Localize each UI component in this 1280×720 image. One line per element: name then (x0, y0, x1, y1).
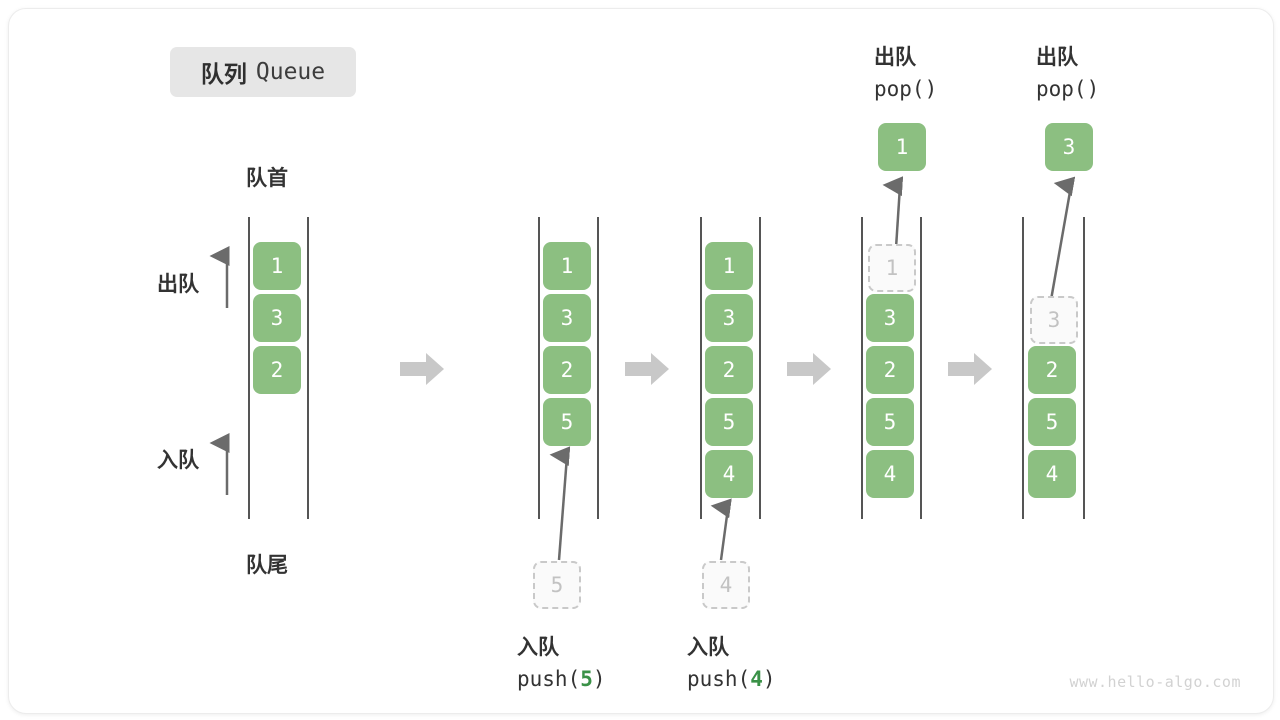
queue-cell: 3 (253, 294, 301, 342)
push-code-value: 5 (580, 667, 593, 691)
popped-cell: 3 (1045, 123, 1093, 171)
pop-code-label: pop() (874, 77, 938, 101)
queue-cell: 5 (543, 398, 591, 446)
push-label-cn: 入队 (687, 636, 729, 659)
rail-left-stage-2 (538, 217, 540, 519)
queue-cell: 5 (1028, 398, 1076, 446)
queue-head-label: 队首 (246, 167, 288, 190)
queue-cell: 2 (1028, 346, 1076, 394)
rail-left-stage-5 (1022, 217, 1024, 519)
rail-left-stage-3 (700, 217, 702, 519)
popped-ghost-cell: 1 (868, 244, 916, 292)
rail-right-stage-5 (1083, 217, 1085, 519)
queue-cell: 2 (866, 346, 914, 394)
queue-cell: 5 (705, 398, 753, 446)
queue-cell: 1 (705, 242, 753, 290)
push-arrow-icon (549, 446, 571, 561)
pop-label-cn: 出队 (1036, 46, 1078, 69)
queue-cell: 2 (705, 346, 753, 394)
push-code-prefix: push( (517, 667, 581, 691)
queue-cell: 2 (543, 346, 591, 394)
watermark: www.hello-algo.com (1069, 673, 1241, 691)
rail-right-stage-2 (597, 217, 599, 519)
queue-cell: 1 (253, 242, 301, 290)
queue-cell: 5 (866, 398, 914, 446)
push-code-label: push(5) (517, 667, 606, 691)
queue-cell: 4 (866, 450, 914, 498)
queue-cell: 4 (705, 450, 753, 498)
enqueue-arrow-icon (209, 433, 230, 495)
popped-cell: 1 (878, 123, 926, 171)
rail-left-stage-4 (861, 217, 863, 519)
queue-tail-label: 队尾 (246, 554, 288, 577)
pop-arrow-icon (882, 176, 904, 249)
push-code-suffix: ) (592, 667, 606, 691)
title-badge: 队列 Queue (170, 47, 356, 97)
queue-cell: 3 (866, 294, 914, 342)
queue-cell: 3 (543, 294, 591, 342)
push-arrow-icon (710, 498, 732, 561)
push-code-label: push(4) (687, 667, 776, 691)
queue-cell: 2 (253, 346, 301, 394)
stage-transition-arrow-icon (787, 353, 831, 385)
push-ghost-cell: 4 (702, 561, 750, 609)
diagram-card: 队列 Queue 队首 队尾 出队 入队 1 3 2 1 3 2 5 5 入队 … (8, 8, 1274, 714)
title-en: Queue (255, 59, 326, 85)
dequeue-label: 出队 (157, 273, 199, 296)
push-code-value: 4 (750, 667, 763, 691)
queue-cell: 1 (543, 242, 591, 290)
push-ghost-cell: 5 (533, 561, 581, 609)
push-code-prefix: push( (687, 667, 751, 691)
pop-arrow-icon (1049, 176, 1076, 301)
dequeue-arrow-icon (209, 246, 230, 308)
stage-transition-arrow-icon (625, 353, 669, 385)
stage-transition-arrow-icon (948, 353, 992, 385)
pop-code-label: pop() (1036, 77, 1100, 101)
push-code-suffix: ) (762, 667, 776, 691)
rail-left-stage-1 (248, 217, 250, 519)
stage-transition-arrow-icon (400, 353, 444, 385)
rail-right-stage-1 (307, 217, 309, 519)
queue-cell: 4 (1028, 450, 1076, 498)
rail-right-stage-4 (920, 217, 922, 519)
popped-ghost-cell: 3 (1030, 296, 1078, 344)
rail-right-stage-3 (759, 217, 761, 519)
queue-cell: 3 (705, 294, 753, 342)
push-label-cn: 入队 (517, 636, 559, 659)
enqueue-label: 入队 (157, 449, 199, 472)
pop-label-cn: 出队 (874, 46, 916, 69)
title-cn: 队列 (200, 61, 247, 87)
